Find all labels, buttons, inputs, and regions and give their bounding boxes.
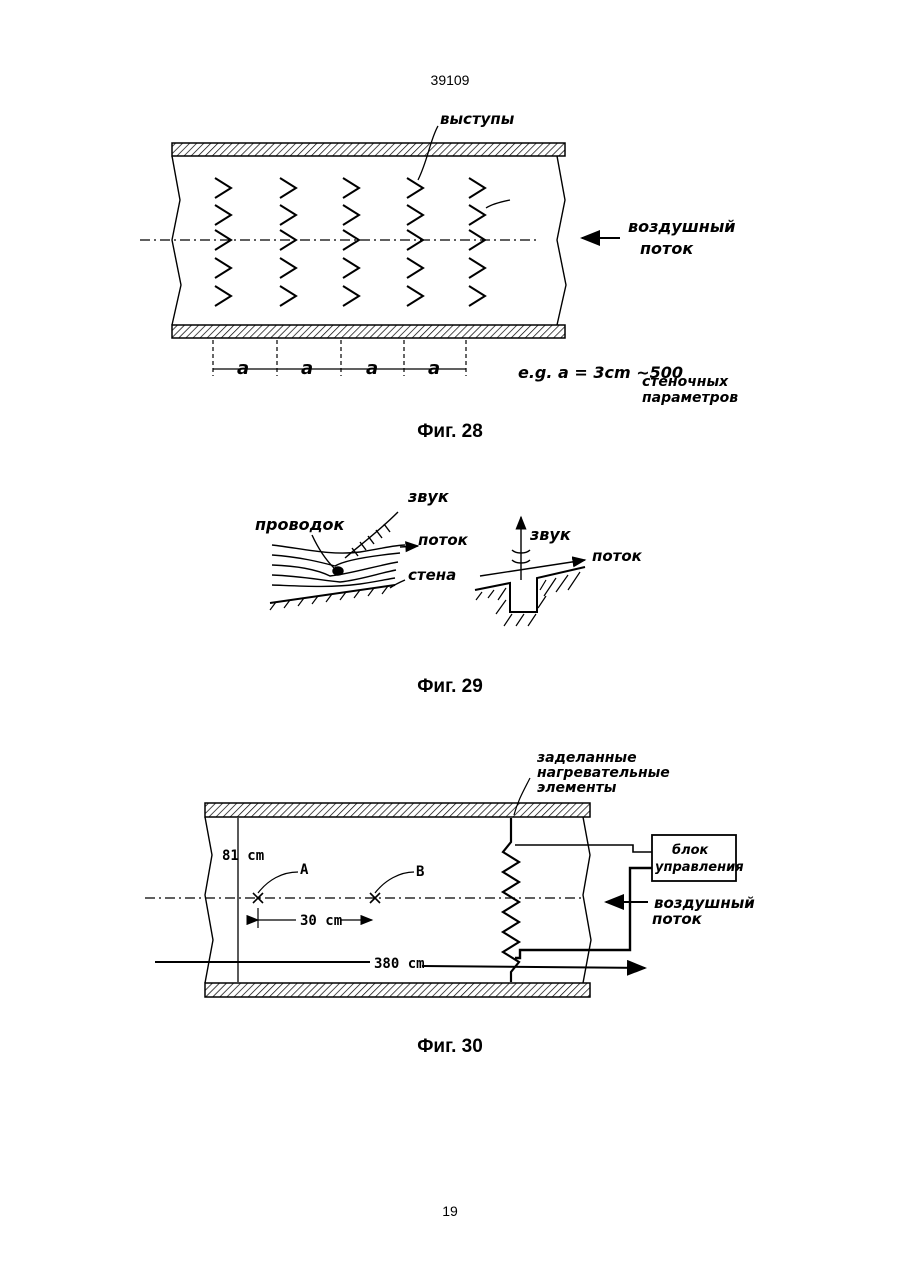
fig28-note-line3: параметров bbox=[642, 390, 738, 406]
fig28-airflow-label-2: поток bbox=[640, 239, 694, 258]
fig29-wall-leader bbox=[390, 580, 405, 588]
fig30-length-label: 380 cm bbox=[374, 956, 425, 972]
fig29-wall-label: стена bbox=[408, 566, 456, 584]
fig30-heaters-label-3: элементы bbox=[537, 780, 617, 796]
fig29-left-wall-hatch bbox=[270, 586, 388, 610]
protrusion-column-3 bbox=[343, 178, 359, 306]
protrusion-column-5 bbox=[469, 178, 485, 306]
fig30-bottom-wall bbox=[205, 983, 590, 997]
fig30-ab-dist-label: 30 cm bbox=[300, 913, 342, 929]
fig28-caption: Фиг. 28 bbox=[0, 421, 900, 443]
fig29-wire-label: проводок bbox=[255, 515, 346, 534]
fig29-left-flow-arrow bbox=[400, 546, 418, 547]
fig29-caption: Фиг. 29 bbox=[0, 676, 900, 698]
fig29-right-flow-arrow bbox=[480, 560, 585, 576]
fig29-wire-dot bbox=[333, 567, 343, 575]
fig28-note-line2: стеночных bbox=[642, 374, 729, 390]
fig30-heaters-label-2: нагревательные bbox=[537, 765, 670, 781]
fig28-spacing-a-1: a bbox=[237, 358, 249, 379]
fig28-protrusions-label: выступы bbox=[440, 110, 515, 128]
fig29-diagram: звук проводок поток стена звук поток bbox=[255, 487, 643, 626]
fig28-bottom-wall bbox=[172, 325, 565, 338]
protrusion-column-4 bbox=[407, 178, 423, 306]
fig28-diagram: a a a a выступы воздушный поток e.g. a =… bbox=[140, 110, 738, 406]
fig30-heaters-label-1: заделанные bbox=[536, 750, 637, 766]
protrusion-column-1 bbox=[215, 178, 231, 306]
fig29-left-sound-path bbox=[345, 512, 398, 558]
fig30-caption: Фиг. 30 bbox=[0, 1036, 900, 1058]
fig29-left-wall-line bbox=[270, 585, 395, 603]
fig28-airflow-label-1: воздушный bbox=[628, 217, 736, 236]
fig28-spacing-a-4: a bbox=[428, 358, 440, 379]
fig29-sound-left-label: звук bbox=[407, 487, 450, 506]
fig29-flow-right-label: поток bbox=[592, 547, 643, 565]
fig28-right-break bbox=[557, 156, 566, 325]
fig30-airflow-label-2: поток bbox=[652, 910, 703, 928]
fig29-right-wall-hatch bbox=[476, 572, 580, 626]
fig30-right-break bbox=[583, 817, 591, 983]
fig30-point-b-leader bbox=[375, 872, 414, 893]
fig30-height-label: 81 cm bbox=[222, 848, 264, 864]
fig29-flow-left-label: поток bbox=[418, 531, 469, 549]
fig30-top-wall bbox=[205, 803, 590, 817]
fig28-protrusion-leader-2 bbox=[486, 200, 510, 208]
fig30-point-a-leader bbox=[258, 872, 298, 893]
fig30-control-unit-label-2: управления bbox=[655, 860, 744, 875]
fig30-control-unit-label-1: блок bbox=[672, 843, 710, 858]
fig28-left-break bbox=[172, 156, 181, 325]
fig29-sound-right-label: звук bbox=[529, 525, 572, 544]
fig30-point-a-label: A bbox=[300, 862, 309, 878]
fig30-left-break bbox=[205, 817, 213, 983]
fig30-point-b-label: B bbox=[416, 864, 424, 880]
fig28-protrusion-columns bbox=[215, 178, 485, 306]
fig28-top-wall bbox=[172, 143, 565, 156]
fig28-spacing-a-3: a bbox=[366, 358, 378, 379]
page-number: 19 bbox=[0, 1203, 900, 1219]
protrusion-column-2 bbox=[280, 178, 296, 306]
fig28-spacing-a-2: a bbox=[301, 358, 313, 379]
fig30-diagram: 81 cm A B 30 cm 380 cm заделанные нагрев… bbox=[145, 750, 755, 997]
